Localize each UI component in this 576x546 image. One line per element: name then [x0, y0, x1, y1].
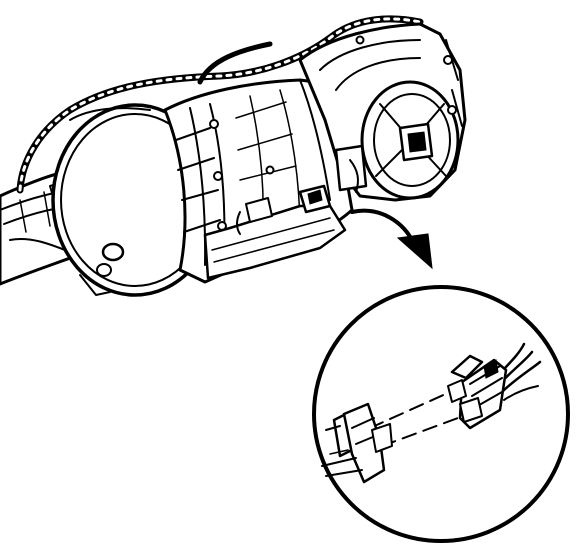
harness-connector: [447, 354, 508, 430]
transmission-case: [163, 78, 354, 284]
connector-detail-view: [312, 285, 570, 543]
rear-housing: [298, 22, 467, 202]
case-connector: [321, 402, 393, 484]
bell-housing-disc: [51, 103, 219, 297]
callout-arrow-icon: [350, 208, 433, 270]
wiring-harness: [16, 15, 424, 194]
